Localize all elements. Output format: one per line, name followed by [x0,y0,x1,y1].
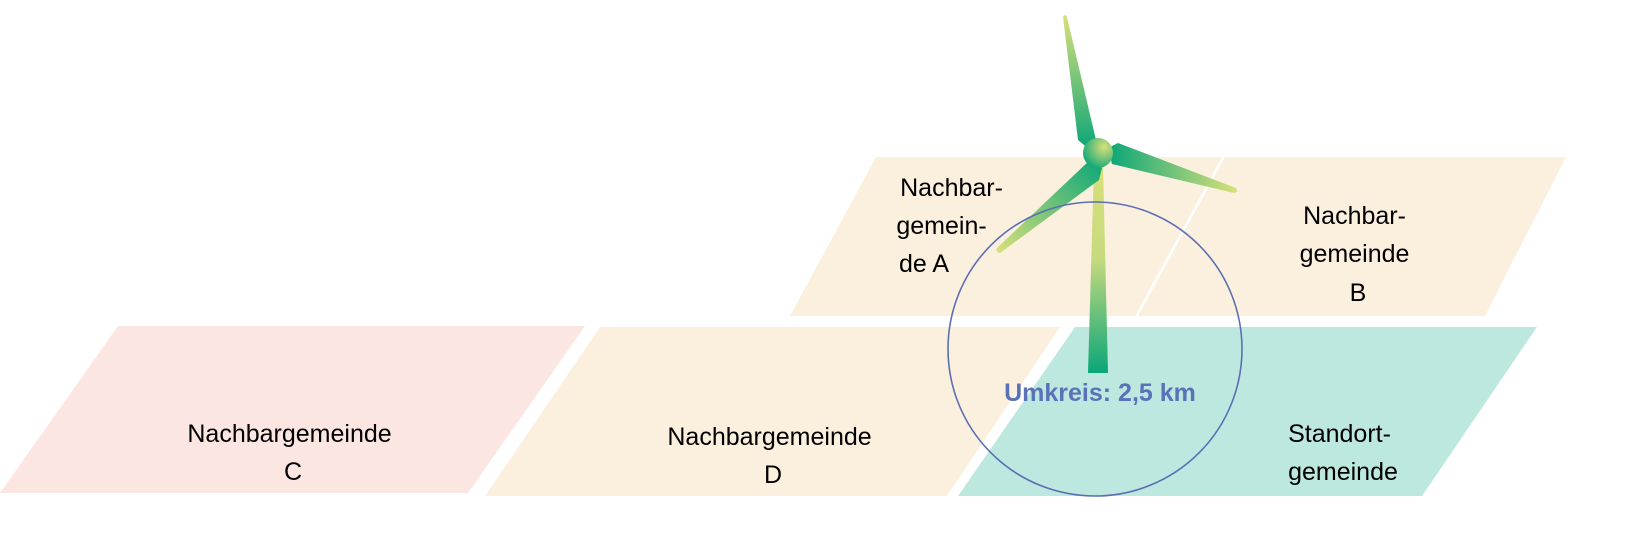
wind-turbine-icon [996,15,1238,373]
turbine-hub [1083,138,1113,168]
radius-circle [947,201,1243,497]
turbine-tower [1088,165,1108,373]
turbine-blade-left [996,160,1102,253]
turbine-blade-right [1108,143,1238,193]
region-b-label: Nachbar- gemeinde B [1300,202,1417,307]
region-standort-label: Standort- gemeinde [1288,420,1398,486]
region-b [1138,157,1566,316]
region-c-label: Nachbargemeinde C [187,420,398,486]
region-a [790,157,1222,316]
region-a-label: Nachbar- gemein- de A [896,174,1010,278]
region-c [0,326,585,493]
region-d [485,327,1060,496]
radius-label: Umkreis: 2,5 km [1004,379,1196,407]
region-d-label: Nachbargemeinde D [667,423,878,489]
turbine-blade-up [1063,15,1096,150]
region-standort [958,327,1537,496]
